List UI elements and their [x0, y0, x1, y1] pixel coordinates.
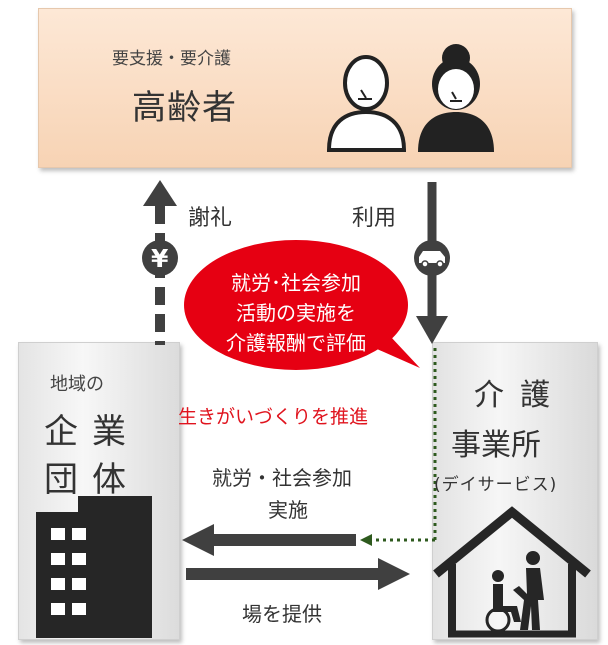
- implement-label-1: 就労・社会参加: [212, 466, 352, 490]
- dotted-connector: [360, 348, 437, 546]
- facility-line-2: 事業所: [451, 428, 541, 463]
- facility-line-1: 介護: [474, 378, 566, 413]
- promotion-text: 生きがいづくりを推進: [178, 406, 369, 428]
- implement-arrow: [182, 524, 356, 556]
- care-house-wheelchair-icon: [433, 506, 591, 638]
- elderly-woman-icon: [418, 44, 494, 152]
- elderly-subtitle: 要支援・要介護: [112, 49, 231, 69]
- elderly-man-icon: [326, 55, 407, 152]
- speech-bubble: [184, 240, 420, 370]
- yen-icon: [142, 240, 178, 276]
- implement-label-2: 実施: [268, 498, 308, 522]
- elderly-title: 高齢者: [132, 88, 237, 128]
- bubble-line-1: 就労･社会参加: [231, 271, 361, 295]
- use-label: 利用: [352, 206, 397, 231]
- organization-line-2: 企業: [44, 412, 140, 452]
- yen-symbol: ¥: [151, 244, 169, 273]
- organization-line-3: 団体: [44, 460, 140, 500]
- provide-arrow: [186, 558, 410, 590]
- car-icon: [414, 240, 450, 276]
- organization-line-1: 地域の: [50, 374, 104, 395]
- provide-label: 場を提供: [242, 602, 322, 626]
- thanks-label: 謝礼: [188, 206, 233, 231]
- office-building-icon: [36, 496, 152, 638]
- bubble-line-3: 介護報酬で評価: [226, 331, 366, 355]
- facility-line-3: (デイサービス): [434, 475, 558, 495]
- bubble-line-2: 活動の実施を: [236, 301, 356, 325]
- bubble-text: 就労･社会参加 活動の実施を 介護報酬で評価: [196, 268, 396, 358]
